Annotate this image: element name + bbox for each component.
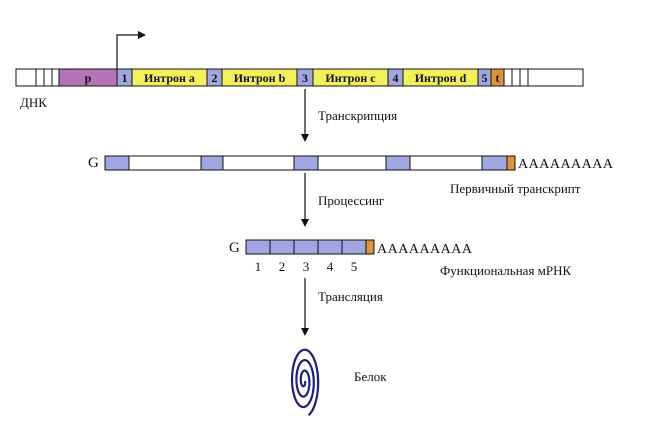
dna-exon-5-label: 5: [482, 71, 488, 85]
primary-exon: [385, 155, 411, 171]
primary-polya: AAAAAAAAA: [518, 157, 614, 172]
mrna-exon-2: [269, 239, 295, 255]
primary-exon: [481, 155, 508, 171]
mrna-exon-number-2: 2: [279, 259, 286, 274]
mrna-cap: G: [229, 240, 240, 256]
mrna-polya: AAAAAAAAA: [377, 242, 473, 257]
protein-label: Белок: [354, 369, 387, 384]
dna-exon-3-label: 3: [302, 71, 308, 85]
mrna-exon-3: [293, 239, 319, 255]
transcription-start-arrow: [116, 31, 146, 69]
dna-intron-a-label: Интрон a: [144, 71, 195, 85]
mrna-exon-number-4: 4: [327, 259, 334, 274]
mrna-exon-4: [317, 239, 343, 255]
dna-intron-b-label: Интрон b: [234, 71, 286, 85]
processing-label: Процессинг: [318, 193, 384, 208]
dna-intron-d-label: Интрон d: [415, 71, 467, 85]
primary-cap: G: [88, 155, 99, 171]
dna-exon-1-label: 1: [122, 71, 128, 85]
mrna-exon-number-3: 3: [303, 259, 310, 274]
terminator-label: t: [496, 71, 500, 85]
dna-exon-2-label: 2: [212, 71, 218, 85]
primary-terminator-segment: [506, 155, 516, 171]
dna-label: ДНК: [20, 95, 47, 110]
protein-spiral-icon: [290, 348, 320, 417]
translation-label: Трансляция: [318, 289, 383, 304]
mrna-exon-5: [341, 239, 367, 255]
primary-exon: [104, 155, 130, 171]
mrna-exon-number-5: 5: [351, 259, 358, 274]
mrna-exon-1: [245, 239, 271, 255]
primary-exon: [293, 155, 319, 171]
dna-exon-4-label: 4: [393, 71, 399, 85]
promoter-label: p: [85, 71, 92, 85]
mrna-strand: [245, 239, 375, 255]
transcription-label: Транскрипция: [318, 108, 397, 123]
primary-transcript-label: Первичный транскрипт: [450, 181, 581, 196]
dna-strand: p 1 Интрон a 2 Интрон b 3 Интрон c 4 Инт…: [15, 68, 584, 87]
mrna-exon-number-1: 1: [255, 259, 262, 274]
dna-intron-c-label: Интрон c: [325, 71, 376, 85]
primary-transcript: [104, 155, 516, 171]
primary-exon: [200, 155, 224, 171]
mrna-label: Функциональная мРНК: [440, 263, 572, 278]
mrna-terminator-segment: [365, 239, 375, 255]
terminator-region: [490, 68, 505, 87]
